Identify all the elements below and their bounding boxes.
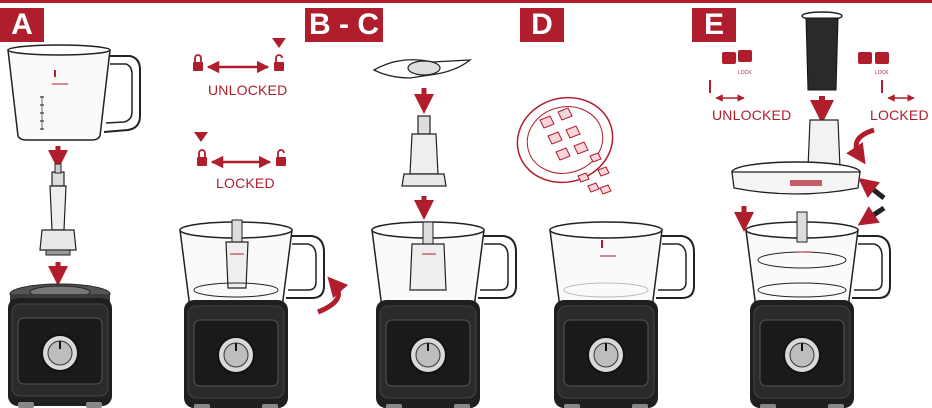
panel-a-blade-shaft bbox=[39, 163, 77, 256]
panel-e-assembled bbox=[745, 211, 891, 408]
panel-c-assembled bbox=[371, 221, 517, 408]
unlocked-label-e: UNLOCKED bbox=[712, 107, 792, 123]
panel-d-disc bbox=[516, 96, 614, 195]
locked-label: LOCKED bbox=[216, 175, 275, 191]
svg-text:LOCK: LOCK bbox=[875, 70, 889, 76]
panel-e-pusher bbox=[801, 11, 843, 91]
lock-diagram-locked bbox=[194, 132, 287, 169]
panel-d-assembled bbox=[549, 221, 695, 408]
step-a-tag: A bbox=[0, 8, 44, 42]
lock-diagram-e-right: LOCK bbox=[858, 52, 915, 102]
panel-a-base bbox=[7, 283, 113, 408]
step-e-tag: E bbox=[692, 8, 736, 42]
lock-diagram-unlocked bbox=[192, 38, 286, 74]
panel-a-bowl bbox=[7, 44, 141, 141]
top-rule bbox=[0, 0, 932, 3]
panel-e-lid bbox=[731, 119, 861, 195]
panel-c-blade bbox=[372, 59, 472, 79]
rotate-arrow-icon bbox=[317, 276, 349, 315]
rotate-arrow-icon bbox=[846, 127, 875, 165]
panel-b-assembled bbox=[179, 219, 325, 408]
locked-label-e: LOCKED bbox=[870, 107, 929, 123]
svg-text:LOCK: LOCK bbox=[738, 70, 752, 76]
pointer-arrow-icon bbox=[858, 177, 886, 200]
pointer-arrow-icon bbox=[857, 205, 886, 226]
step-bc-tag: B - C bbox=[305, 8, 383, 42]
step-d-tag: D bbox=[520, 8, 564, 42]
panel-c-shaft bbox=[401, 115, 447, 187]
unlocked-label: UNLOCKED bbox=[208, 82, 288, 98]
lock-diagram-e-left: LOCK bbox=[709, 50, 752, 102]
